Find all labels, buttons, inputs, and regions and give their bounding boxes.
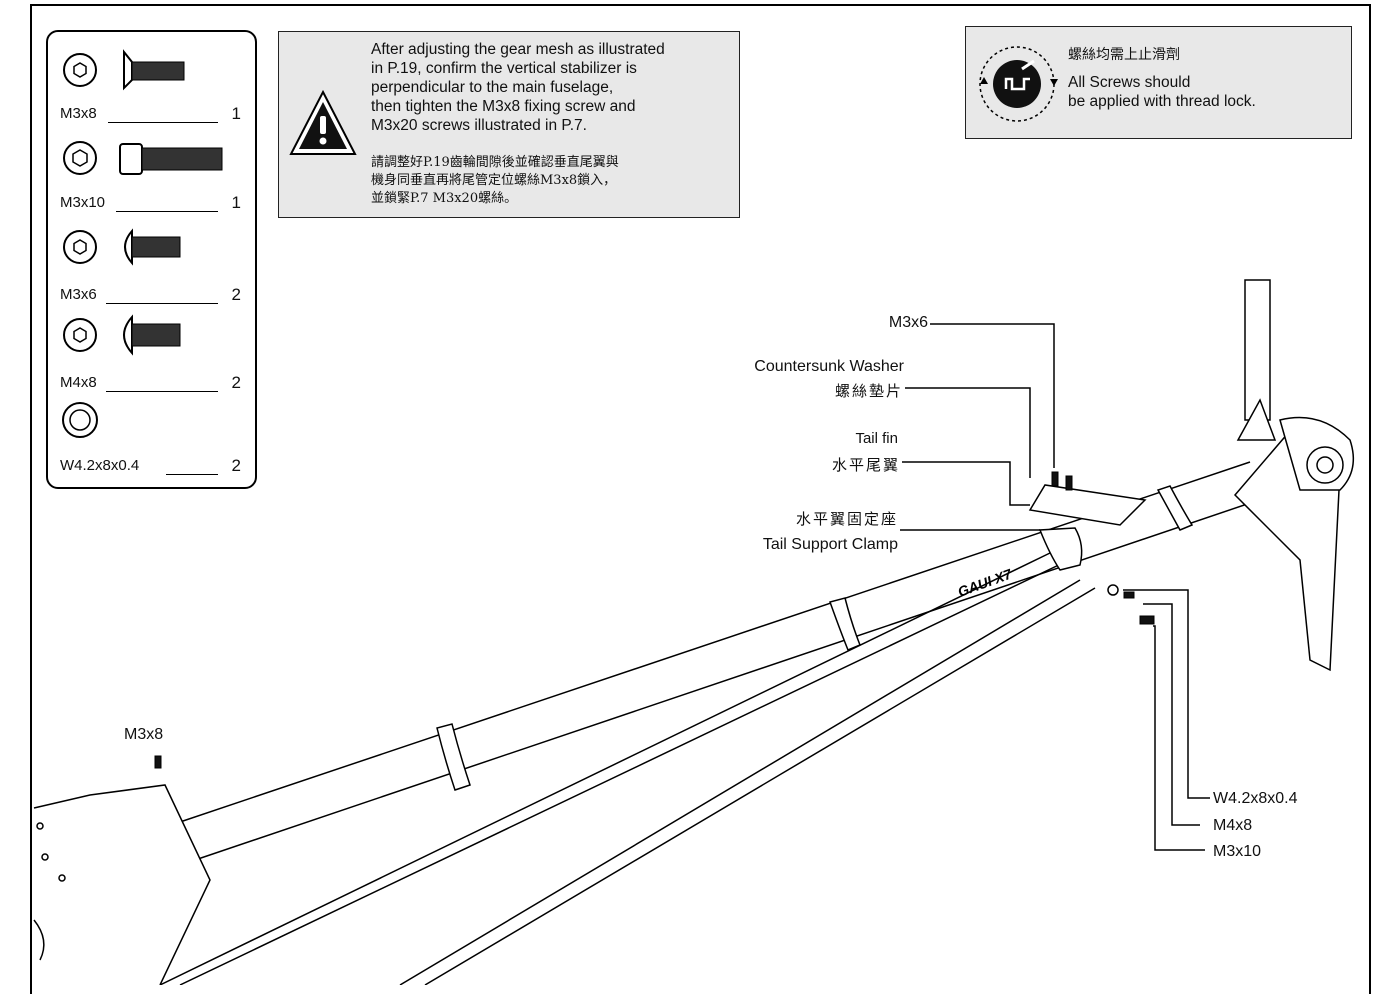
button-head-screw-icon	[63, 314, 181, 356]
callout-clamp-zh: 水平翼固定座	[795, 510, 898, 528]
washer-icon	[62, 402, 98, 438]
cap-screw-icon	[63, 141, 223, 175]
part-qty: 2	[231, 456, 241, 475]
part-label: M3x10	[60, 194, 106, 211]
warning-icon	[289, 89, 357, 155]
part-qty: 1	[231, 193, 241, 212]
page-frame	[30, 4, 1371, 994]
callout-m3x6: M3x6	[888, 314, 928, 331]
boom-logo: GAUI X7	[956, 565, 1015, 600]
callout-tail-fin-en: Tail fin	[855, 430, 898, 447]
parts-list: M3x8 1 M3x10 1 M3x6 2 M4x8	[46, 30, 257, 489]
callout-m3x8: M3x8	[124, 726, 164, 743]
part-label: M4x8	[60, 374, 97, 391]
part-qty: 2	[231, 373, 241, 392]
part-qty: 2	[231, 285, 241, 304]
callout-m3x10: M3x10	[1213, 843, 1262, 860]
thread-lock-text-zh: 螺絲均需上止滑劑	[1068, 47, 1180, 63]
part-label: M3x8	[60, 105, 97, 122]
part-label: W4.2x8x0.4	[60, 457, 140, 474]
callout-washer-zh: 螺絲墊片	[834, 382, 903, 400]
instruction-text-en: After adjusting the gear mesh as illustr…	[371, 41, 665, 134]
thread-lock-icon	[979, 46, 1058, 122]
thread-lock-text-en: All Screws should be applied with thread…	[1068, 74, 1256, 110]
instruction-note: After adjusting the gear mesh as illustr…	[278, 31, 740, 218]
instruction-text-zh: 請調整好P.19齒輪間隙後並確認垂直尾翼與 機身同垂直再將尾管定位螺絲M3x8鎖…	[371, 155, 619, 206]
callout-washer-w42: W4.2x8x0.4	[1213, 790, 1298, 807]
callout-washer-en: Countersunk Washer	[754, 358, 904, 375]
part-qty: 1	[231, 104, 241, 123]
callout-m4x8: M4x8	[1213, 817, 1253, 834]
callout-tail-fin-zh: 水平尾翼	[831, 456, 900, 474]
part-label: M3x6	[60, 286, 97, 303]
thread-lock-note: 螺絲均需上止滑劑 All Screws should be applied wi…	[965, 26, 1352, 139]
countersunk-screw-icon	[63, 49, 185, 91]
callout-clamp-en: Tail Support Clamp	[762, 536, 898, 553]
button-head-screw-icon	[63, 228, 181, 266]
